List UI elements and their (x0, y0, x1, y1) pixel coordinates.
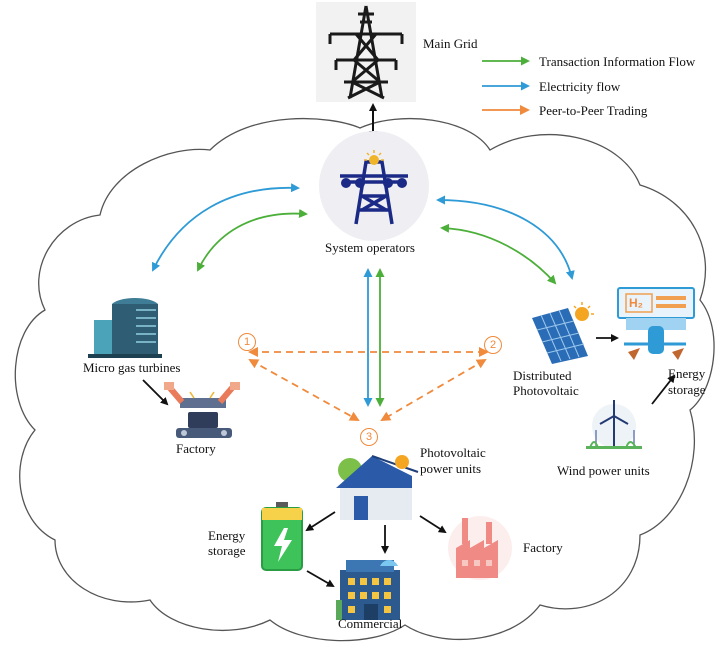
micro-gas-turbines-label: Micro gas turbines (83, 360, 181, 375)
energy-storage-left-label-1: Energy (208, 528, 246, 543)
wind-storage-arrow (651, 374, 676, 405)
gas-turbine-icon (88, 298, 162, 358)
house-pv-icon (336, 455, 419, 520)
distributed-pv-label-1: Distributed (513, 368, 572, 383)
energy-storage-right-label-2: storage (668, 382, 706, 397)
transaction-flow-left (197, 209, 308, 272)
electricity-flow-right (436, 195, 575, 280)
legend-electricity-label: Electricity flow (539, 79, 621, 94)
energy-storage-left-label-2: storage (208, 543, 246, 558)
storage-commercial-arrow (306, 570, 335, 587)
system-operator-icon (319, 131, 429, 241)
main-grid-label: Main Grid (423, 36, 478, 51)
legend-transaction-label: Transaction Information Flow (539, 54, 696, 69)
battery-icon (261, 502, 303, 571)
hydrogen-storage-icon (617, 287, 695, 360)
p2p-1-3 (248, 359, 360, 421)
factory-right-label: Factory (523, 540, 563, 555)
house-factory-arrow (419, 515, 447, 534)
wind-power-units-label: Wind power units (557, 463, 650, 478)
solar-panel-icon (532, 302, 594, 364)
pv-power-units-label-2: power units (420, 461, 482, 476)
turbine-factory-arrow (142, 379, 169, 406)
electricity-flow-left (152, 183, 300, 272)
node-2-marker: 2 (484, 336, 502, 354)
pv-power-units-label-1: Photovoltaic (420, 445, 486, 460)
wind-turbine-icon (586, 400, 642, 449)
cloud-outline (14, 117, 715, 642)
energy-storage-right-label-1: Energy (668, 366, 706, 381)
h2-label: H₂ (629, 296, 643, 310)
factory-icon (448, 516, 512, 580)
robot-factory-icon (164, 382, 240, 438)
node-3-marker: 3 (360, 428, 378, 446)
commercial-building-icon (336, 560, 400, 620)
commercial-label: Commercial (338, 616, 403, 631)
legend-p2p-label: Peer-to-Peer Trading (539, 103, 648, 118)
distributed-pv-label-2: Photovoltaic (513, 383, 579, 398)
factory-left-label: Factory (176, 441, 216, 456)
house-storage-arrow (305, 511, 336, 532)
transaction-flow-right (440, 223, 557, 285)
p2p-2-3 (380, 358, 487, 422)
system-operators-label: System operators (325, 240, 415, 255)
transmission-tower-icon (316, 2, 416, 102)
node-1-marker: 1 (238, 333, 256, 351)
